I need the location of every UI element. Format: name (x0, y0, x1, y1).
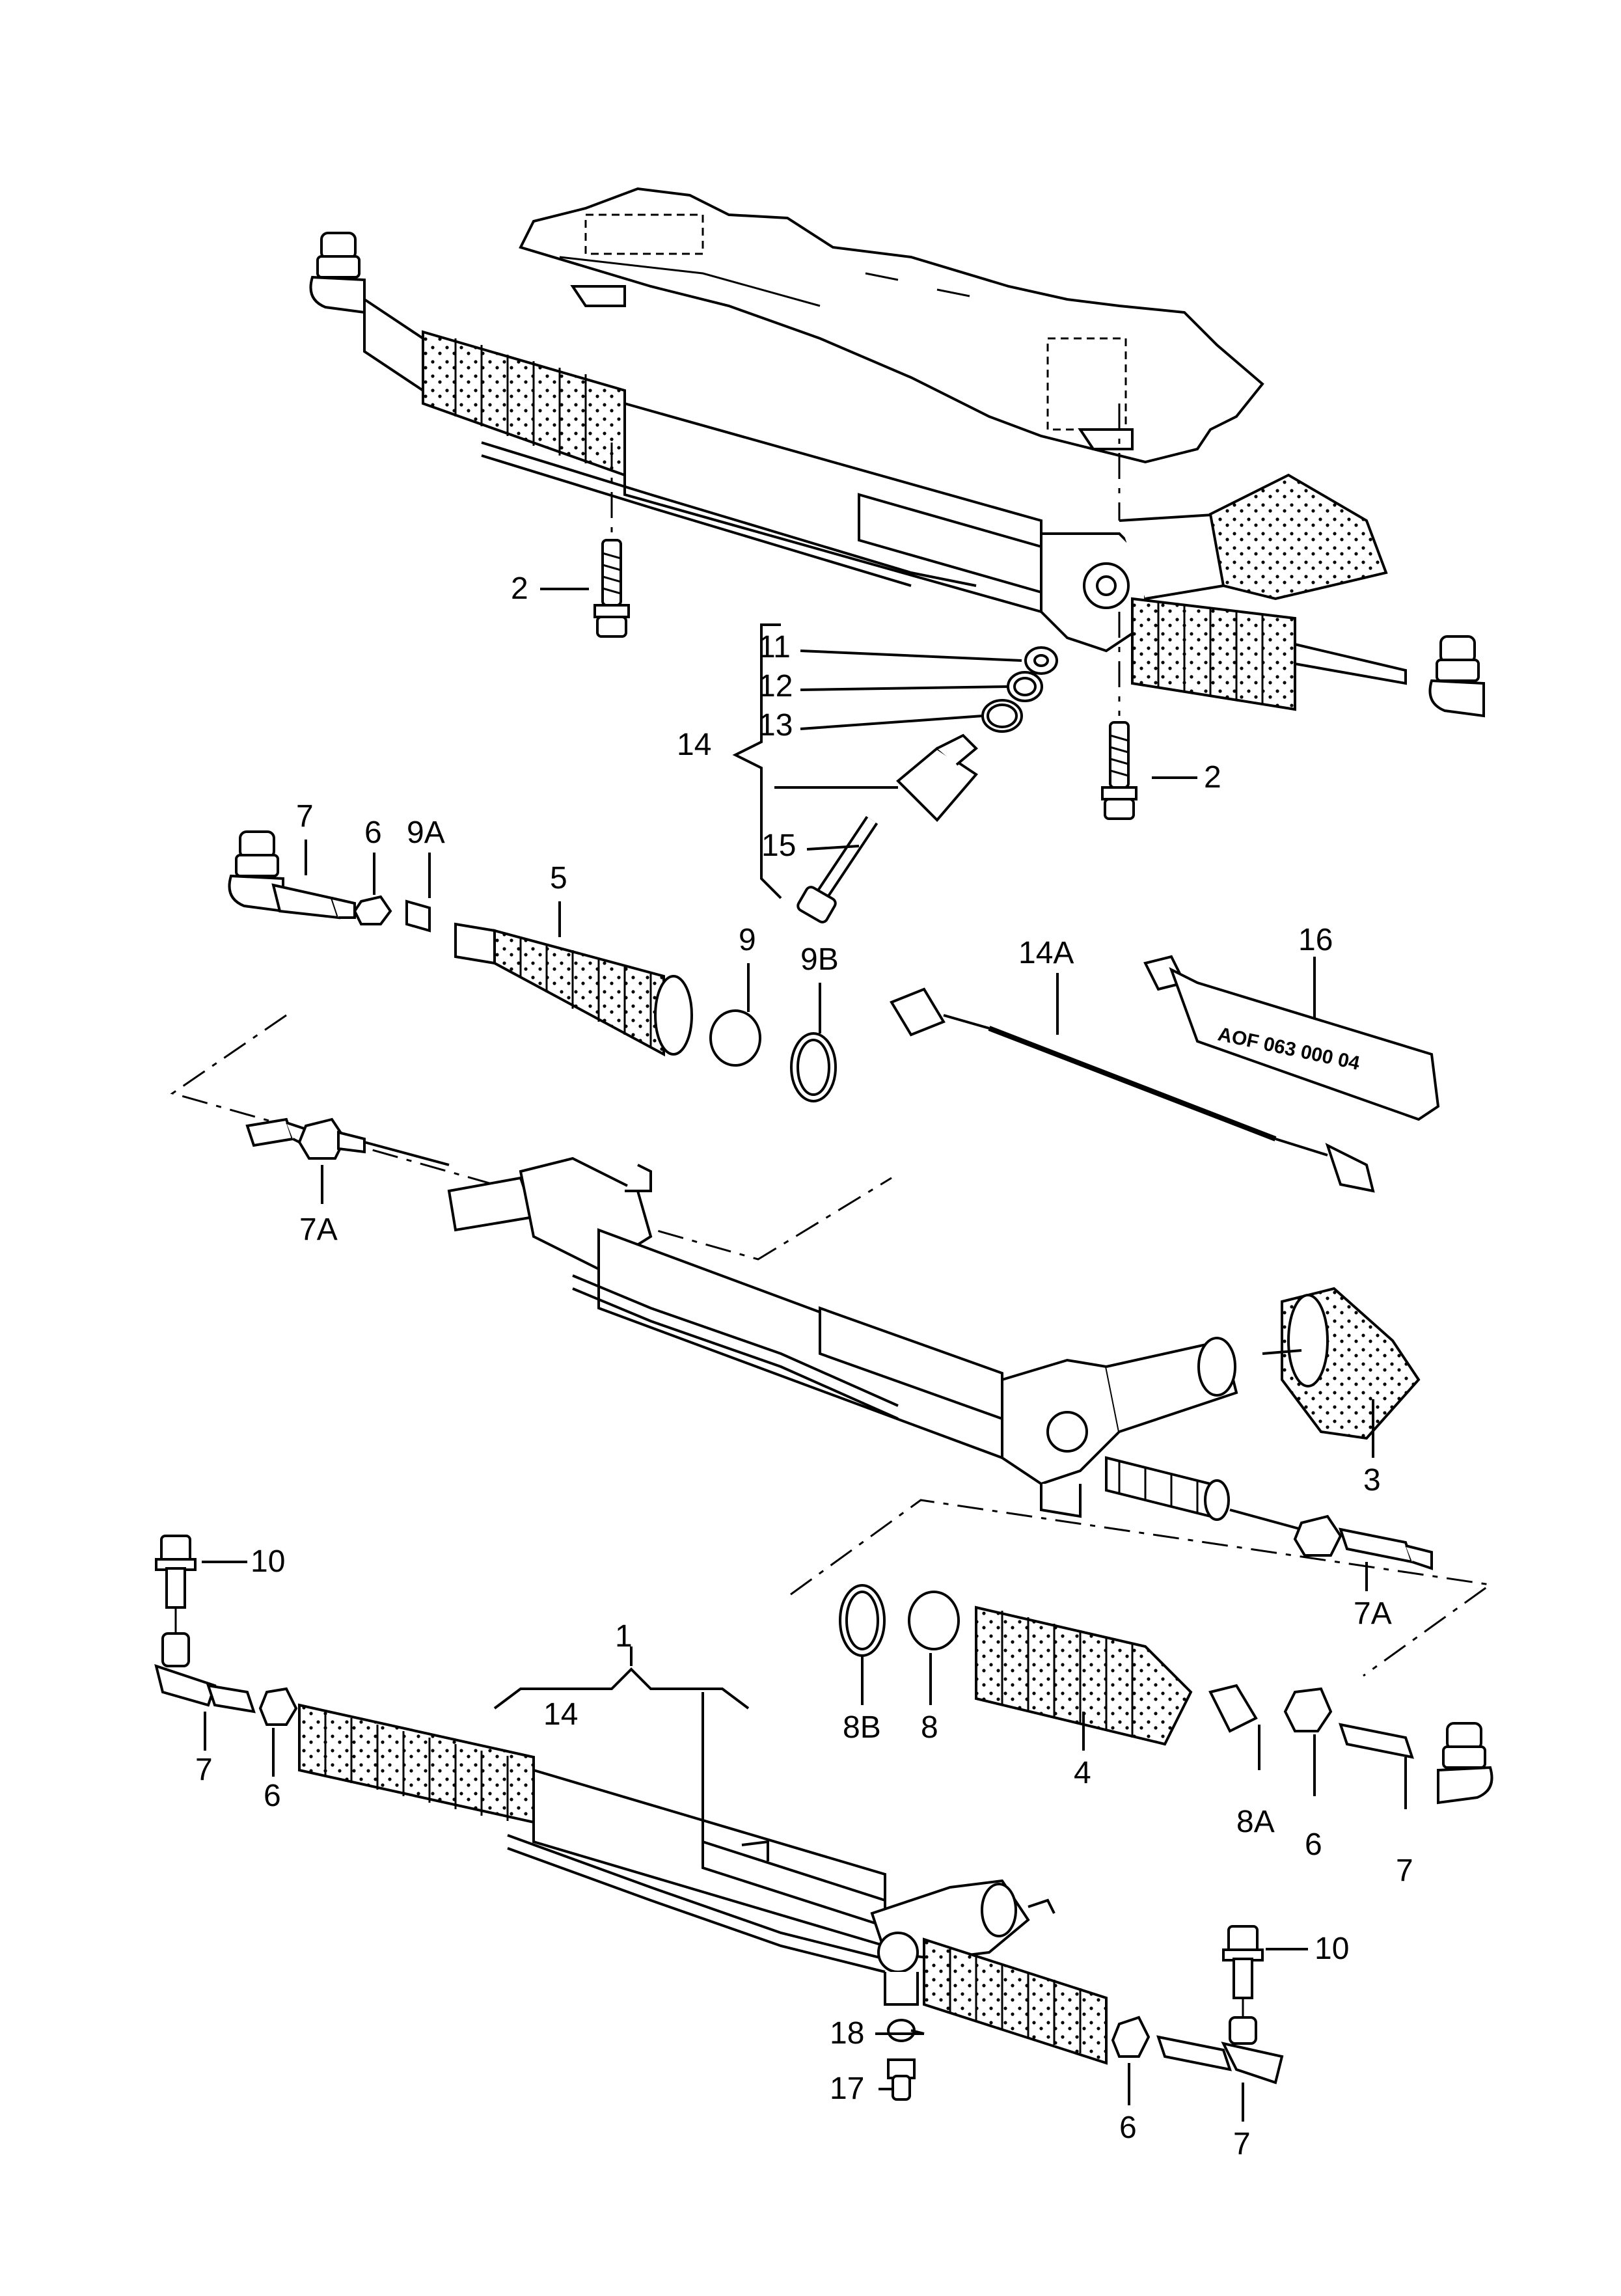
bottom-assembly (154, 1535, 1308, 2122)
label-15: 15 (761, 828, 796, 863)
label-6-left: 6 (364, 815, 382, 850)
label-1: 1 (615, 1619, 633, 1654)
label-2-top: 2 (511, 571, 528, 606)
callout-labels: 2 2 11 12 13 14 15 7 6 9A 5 9 9B 7A 14A … (195, 571, 1413, 2161)
label-7A-right: 7A (1354, 1596, 1392, 1631)
label-14-bottom: 14 (543, 1697, 578, 1732)
label-3: 3 (1363, 1463, 1381, 1497)
label-5: 5 (550, 861, 567, 895)
label-9: 9 (739, 923, 756, 957)
label-9A: 9A (407, 815, 445, 850)
top-assembly (309, 187, 1485, 923)
middle-rack (447, 1156, 1421, 1531)
right-service-kit (790, 1499, 1493, 1809)
label-6-bottom-left: 6 (264, 1779, 281, 1813)
clamp-8A (1208, 1684, 1258, 1733)
label-11: 11 (758, 630, 791, 664)
rack-housing-top (623, 402, 1042, 614)
label-9B: 9B (800, 942, 839, 977)
label-7A-left: 7A (299, 1212, 338, 1247)
label-2-right: 2 (1204, 760, 1221, 795)
clamp-9 (709, 1009, 761, 1067)
label-4: 4 (1074, 1756, 1091, 1790)
label-6-bottom: 6 (1119, 2111, 1137, 2145)
label-14A: 14A (1018, 936, 1074, 970)
label-7-right: 7 (1396, 1853, 1413, 1888)
label-8A: 8A (1236, 1805, 1275, 1839)
label-16: 16 (1298, 923, 1333, 957)
label-18: 18 (830, 2016, 864, 2051)
label-10-right: 10 (1315, 1932, 1349, 1966)
label-7-bottom: 7 (1233, 2127, 1251, 2161)
nut-6 (353, 895, 392, 925)
label-8B: 8B (843, 1710, 881, 1745)
label-14-top: 14 (677, 728, 711, 762)
subframe-plate (519, 187, 1264, 464)
clamp-8 (908, 1591, 960, 1650)
left-service-kit (170, 830, 892, 1261)
washer-18 (887, 2019, 916, 2042)
label-7-bottom-left: 7 (195, 1753, 213, 1787)
pressure-sensor (896, 746, 978, 822)
label-7-left: 7 (296, 799, 314, 834)
label-6-right: 6 (1305, 1827, 1322, 1862)
label-13: 13 (758, 708, 793, 743)
clamp-9A (405, 899, 431, 933)
inner-tie-rod-7A (297, 1117, 347, 1160)
label-8: 8 (921, 1710, 938, 1745)
label-12: 12 (758, 669, 793, 704)
label-17: 17 (830, 2071, 864, 2106)
nut-6-right (1283, 1687, 1333, 1732)
grease-tube-16: AOF 063 000 04 (1143, 955, 1440, 1121)
label-10-left: 10 (251, 1544, 285, 1579)
inner-tie-rod-7A-right (1293, 1514, 1342, 1557)
rack-housing-middle (597, 1228, 1003, 1460)
sensor-cable-14A (890, 973, 1375, 1193)
